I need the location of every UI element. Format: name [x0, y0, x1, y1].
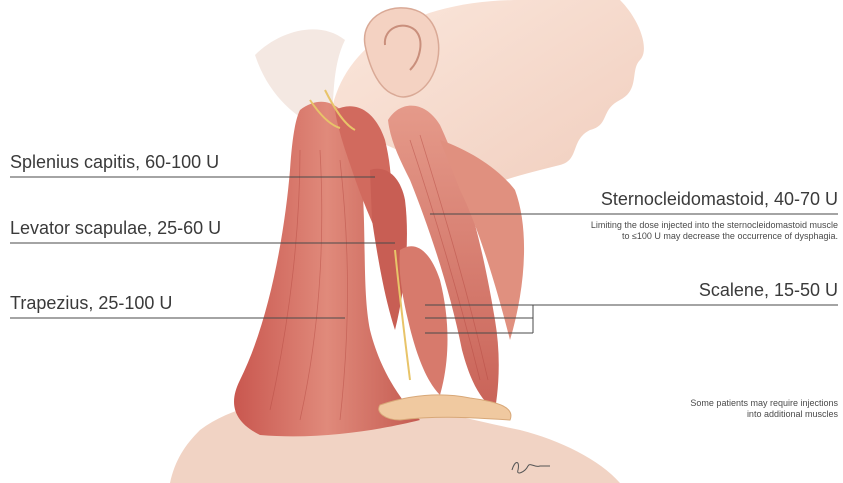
label-scalene: Scalene, 15-50 U: [699, 280, 838, 301]
note-additional-line1: Some patients may require injections: [690, 398, 838, 409]
note-additional-muscles: Some patients may require injections int…: [690, 398, 838, 420]
scalene-muscle: [399, 246, 447, 395]
note-scm-line2: to ≤100 U may decrease the occurrence of…: [591, 231, 838, 242]
label-levator-scapulae: Levator scapulae, 25-60 U: [10, 218, 221, 239]
note-additional-line2: into additional muscles: [690, 409, 838, 420]
label-trapezius: Trapezius, 25-100 U: [10, 293, 172, 314]
label-sternocleidomastoid: Sternocleidomastoid, 40-70 U: [601, 189, 838, 210]
note-sternocleidomastoid: Limiting the dose injected into the ster…: [591, 220, 838, 242]
label-splenius-capitis: Splenius capitis, 60-100 U: [10, 152, 219, 173]
note-scm-line1: Limiting the dose injected into the ster…: [591, 220, 838, 231]
